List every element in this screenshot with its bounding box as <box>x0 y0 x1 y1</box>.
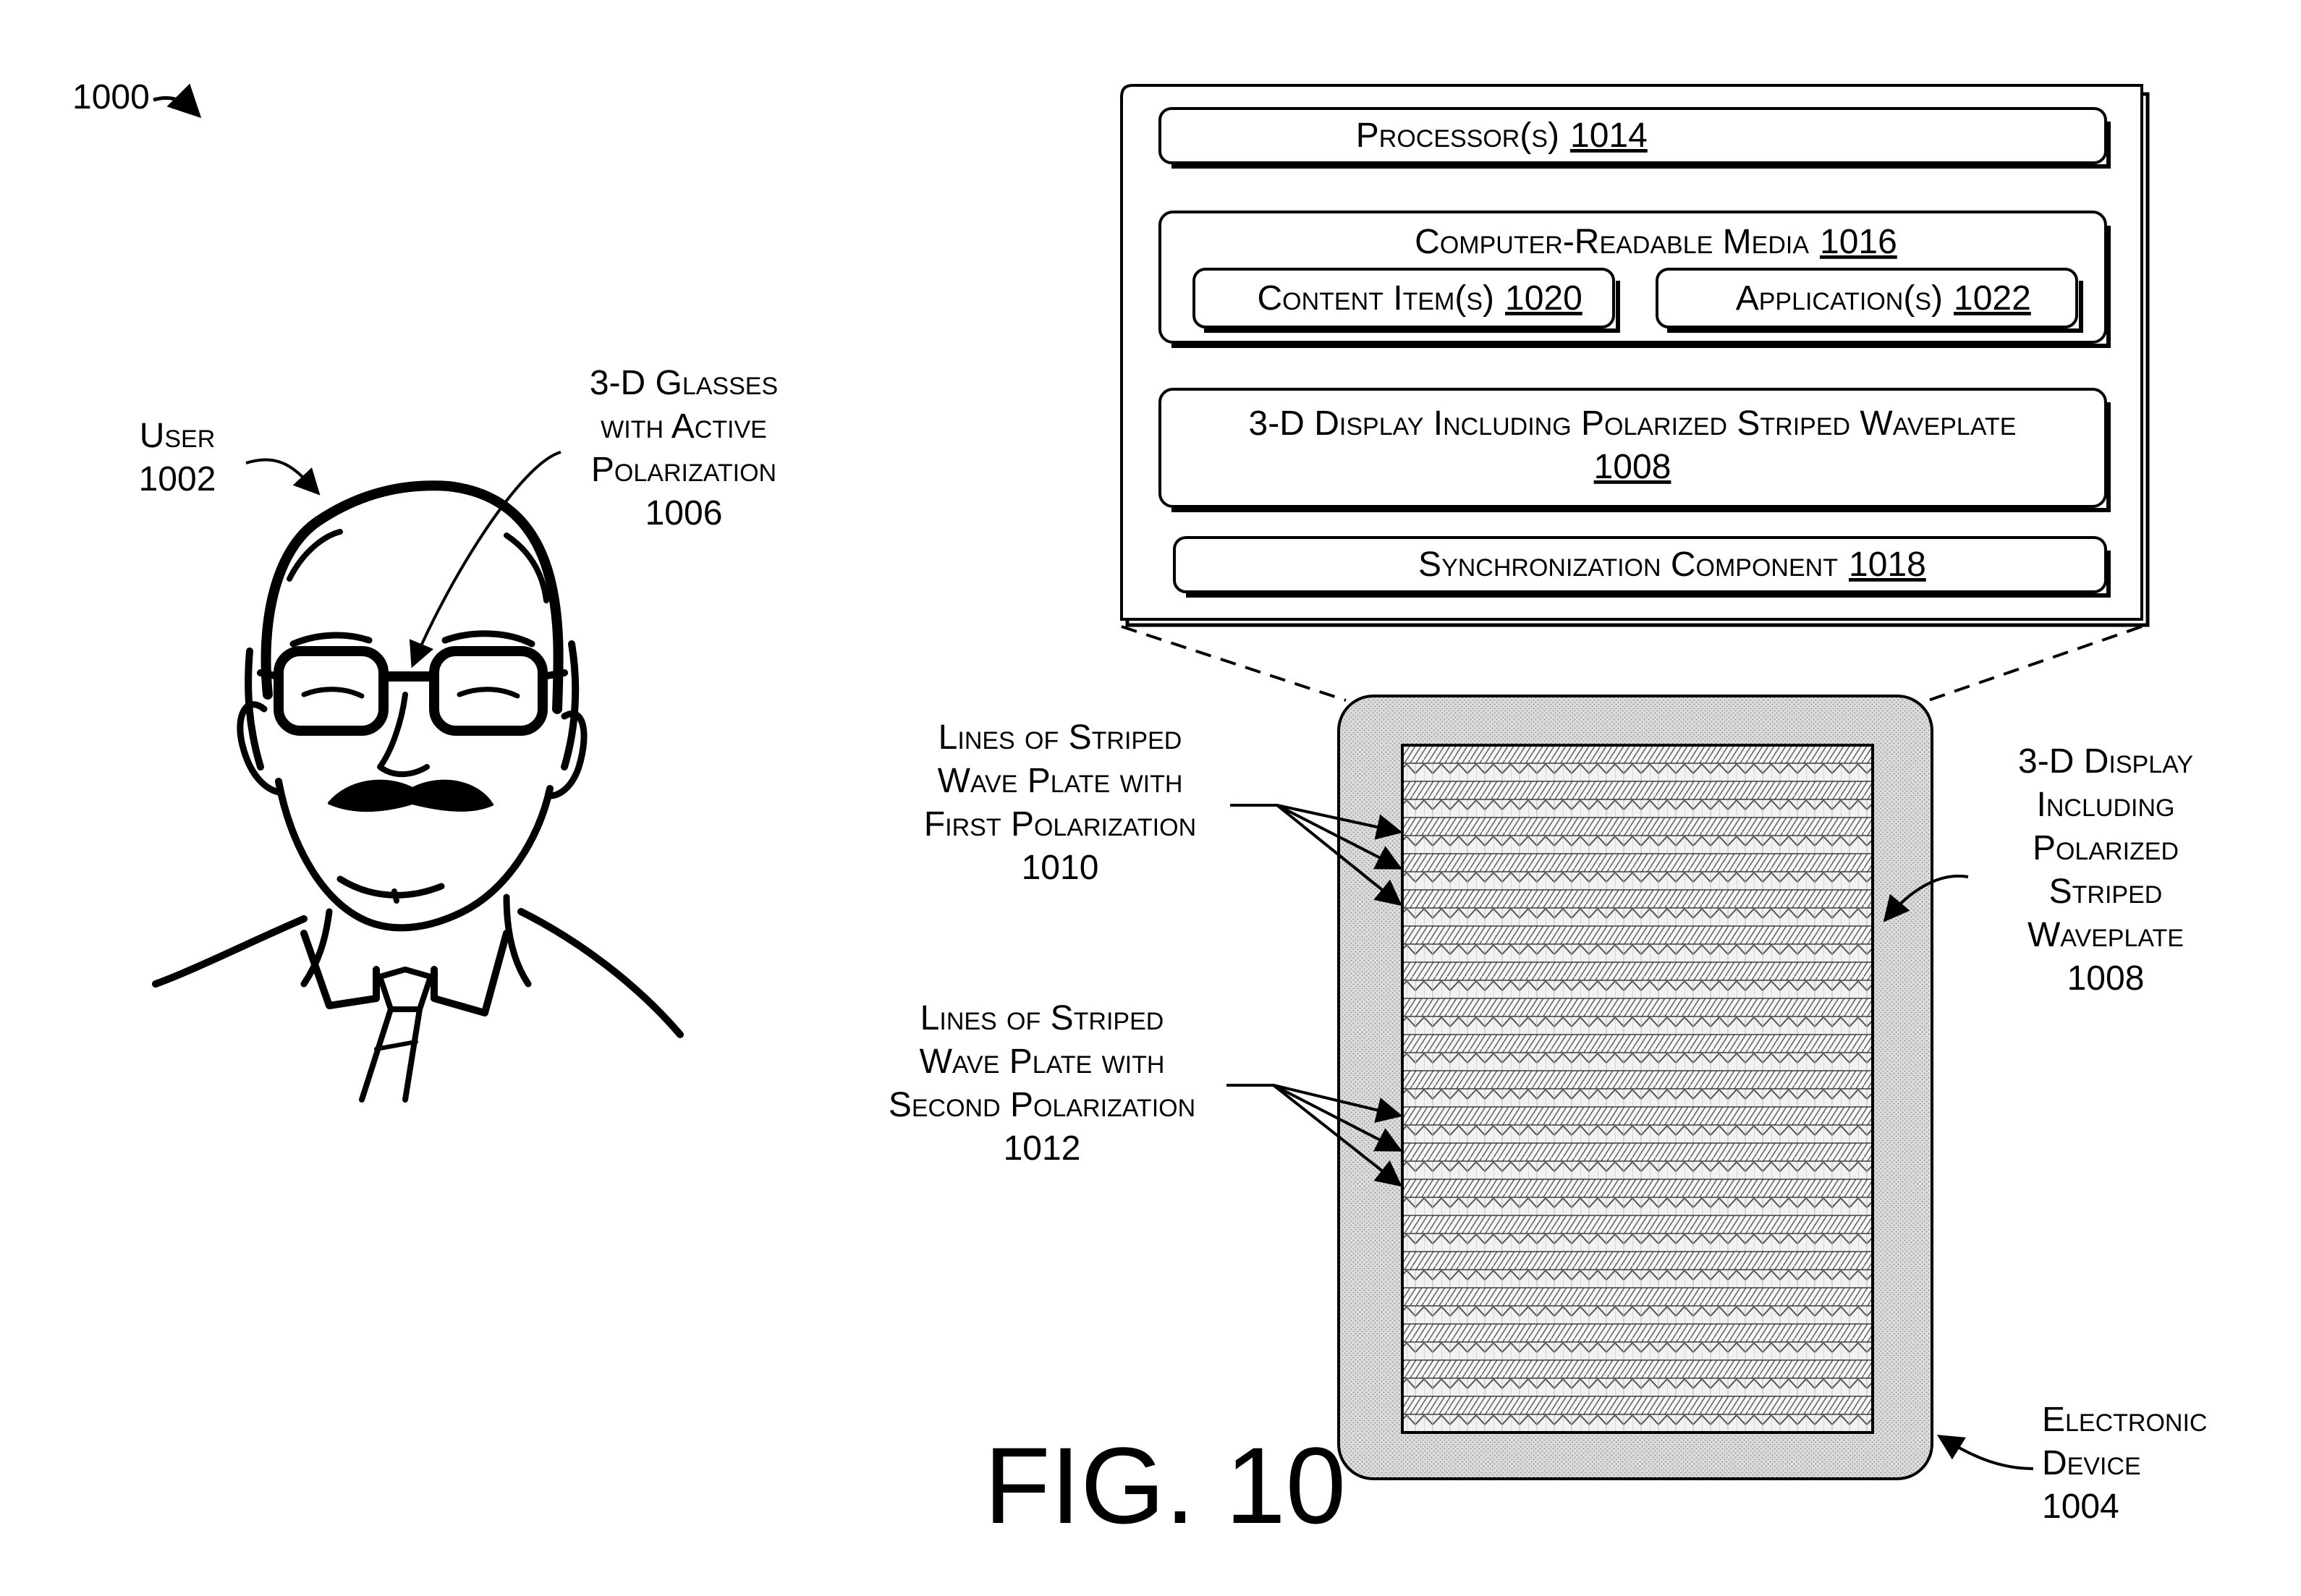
waveplate-stripe-first <box>1402 1179 1873 1197</box>
waveplate-stripe-first <box>1402 745 1873 763</box>
electronic-device <box>1339 696 1932 1479</box>
content-items-label: Content Item(s) <box>1257 279 1494 318</box>
waveplate-stripe-second <box>1402 1089 1873 1107</box>
user-leader-arrow <box>246 460 318 493</box>
applications-number: 1022 <box>1954 279 2031 318</box>
waveplate-stripe-first <box>1402 781 1873 799</box>
applications-box: Application(s) 1022 <box>1657 269 2081 331</box>
waveplate-stripe-first <box>1402 890 1873 908</box>
user-label: User 1002 <box>139 417 216 498</box>
waveplate-stripe-first <box>1402 926 1873 944</box>
first-polarization-line3: First Polarization <box>924 805 1196 844</box>
waveplate-stripe-second <box>1402 872 1873 890</box>
figure-ref-number: 1000 <box>72 78 150 116</box>
processor-number: 1014 <box>1570 116 1648 155</box>
waveplate-stripe-second <box>1402 1125 1873 1143</box>
display-box-label: 3-D Display Including Polarized Striped … <box>1249 404 2017 443</box>
device-label: Electronic Device 1004 <box>2042 1401 2207 1526</box>
figure-ref-arrow <box>153 98 199 116</box>
waveplate-stripe-second <box>1402 836 1873 854</box>
waveplate-stripe-second <box>1402 763 1873 781</box>
display-side-line3: Polarized <box>2033 829 2179 867</box>
waveplate-stripe-second <box>1402 1414 1873 1432</box>
display-side-line2: Including <box>2037 786 2175 824</box>
waveplate-stripe-second <box>1402 1234 1873 1252</box>
second-polarization-label: Lines of Striped Wave Plate with Second … <box>889 999 1195 1168</box>
waveplate-stripe-second <box>1402 908 1873 926</box>
waveplate-stripe-second <box>1402 1016 1873 1035</box>
device-leader-arrow <box>1939 1436 2033 1469</box>
waveplate-stripe-second <box>1402 1342 1873 1360</box>
glasses-label: 3-D Glasses with Active Polarization 100… <box>590 364 778 532</box>
glasses-label-line2: with Active <box>601 407 767 446</box>
user-label-text: User <box>140 417 216 455</box>
waveplate-stripe-first <box>1402 1288 1873 1306</box>
display-side-label: 3-D Display Including Polarized Striped … <box>2018 742 2193 998</box>
content-items-box: Content Item(s) 1020 <box>1194 269 1618 331</box>
sync-number: 1018 <box>1849 546 1926 584</box>
media-number: 1016 <box>1820 223 1897 261</box>
waveplate-stripe-first <box>1402 1324 1873 1342</box>
first-polarization-line1: Lines of Striped <box>938 718 1182 757</box>
media-label: Computer-Readable Media <box>1415 223 1809 261</box>
glasses-number: 1006 <box>645 494 723 532</box>
waveplate-stripe-first <box>1402 1071 1873 1089</box>
waveplate-stripe-first <box>1402 1107 1873 1125</box>
applications-label: Application(s) <box>1736 279 1943 318</box>
display-side-number: 1008 <box>2067 959 2145 998</box>
waveplate-stripe-second <box>1402 799 1873 818</box>
content-items-number: 1020 <box>1505 279 1582 318</box>
second-polarization-number: 1012 <box>1004 1129 1081 1168</box>
waveplate-stripe-first <box>1402 998 1873 1016</box>
waveplate-stripe-first <box>1402 1396 1873 1414</box>
waveplate-stripe-second <box>1402 1197 1873 1215</box>
processor-label: Processor(s) <box>1356 116 1559 155</box>
display-side-line1: 3-D Display <box>2018 742 2193 781</box>
waveplate-stripe-first <box>1402 818 1873 836</box>
waveplate-stripe-first <box>1402 1035 1873 1053</box>
waveplate-stripe-second <box>1402 1270 1873 1288</box>
display-box-number: 1008 <box>1594 448 1671 486</box>
waveplate-stripe-second <box>1402 1053 1873 1071</box>
figure-caption: FIG. 10 <box>984 1425 1346 1546</box>
waveplate-stripe-first <box>1402 1143 1873 1161</box>
waveplate-stripe-second <box>1402 980 1873 998</box>
user-number: 1002 <box>139 460 216 498</box>
waveplate-stripe-first <box>1402 1360 1873 1378</box>
second-polarization-line2: Wave Plate with <box>920 1043 1165 1081</box>
display-side-line5: Waveplate <box>2027 916 2184 954</box>
device-label-line2: Device <box>2042 1444 2141 1482</box>
waveplate-stripe-second <box>1402 1378 1873 1396</box>
first-polarization-number: 1010 <box>1022 849 1099 887</box>
system-box: Processor(s) 1014 Computer-Readable Medi… <box>1122 85 2148 625</box>
callout-dashed-right <box>1928 627 2142 700</box>
waveplate-stripe-first <box>1402 1215 1873 1234</box>
second-polarization-line3: Second Polarization <box>889 1086 1195 1124</box>
striped-waveplate <box>1402 745 1873 1432</box>
waveplate-stripe-first <box>1402 1252 1873 1270</box>
glasses-label-line3: Polarization <box>591 451 776 489</box>
waveplate-stripe-first <box>1402 962 1873 980</box>
user-illustration <box>156 485 680 1100</box>
display-box: 3-D Display Including Polarized Striped … <box>1160 389 2109 510</box>
waveplate-stripe-first <box>1402 854 1873 872</box>
glasses-label-line1: 3-D Glasses <box>590 364 778 402</box>
display-side-line4: Striped <box>2049 873 2163 911</box>
waveplate-stripe-second <box>1402 944 1873 962</box>
media-box: Computer-Readable Media 1016 Content Ite… <box>1160 212 2109 346</box>
sync-label: Synchronization Component <box>1418 546 1838 584</box>
second-polarization-line1: Lines of Striped <box>920 999 1164 1037</box>
sync-box: Synchronization Component 1018 <box>1174 538 2109 595</box>
first-polarization-line2: Wave Plate with <box>938 762 1183 800</box>
device-number: 1004 <box>2042 1487 2119 1526</box>
callout-dashed-left <box>1122 627 1346 700</box>
device-label-line1: Electronic <box>2042 1401 2207 1439</box>
waveplate-stripe-second <box>1402 1306 1873 1324</box>
first-polarization-label: Lines of Striped Wave Plate with First P… <box>924 718 1196 887</box>
processor-box: Processor(s) 1014 <box>1160 109 2109 166</box>
waveplate-stripe-second <box>1402 1161 1873 1179</box>
